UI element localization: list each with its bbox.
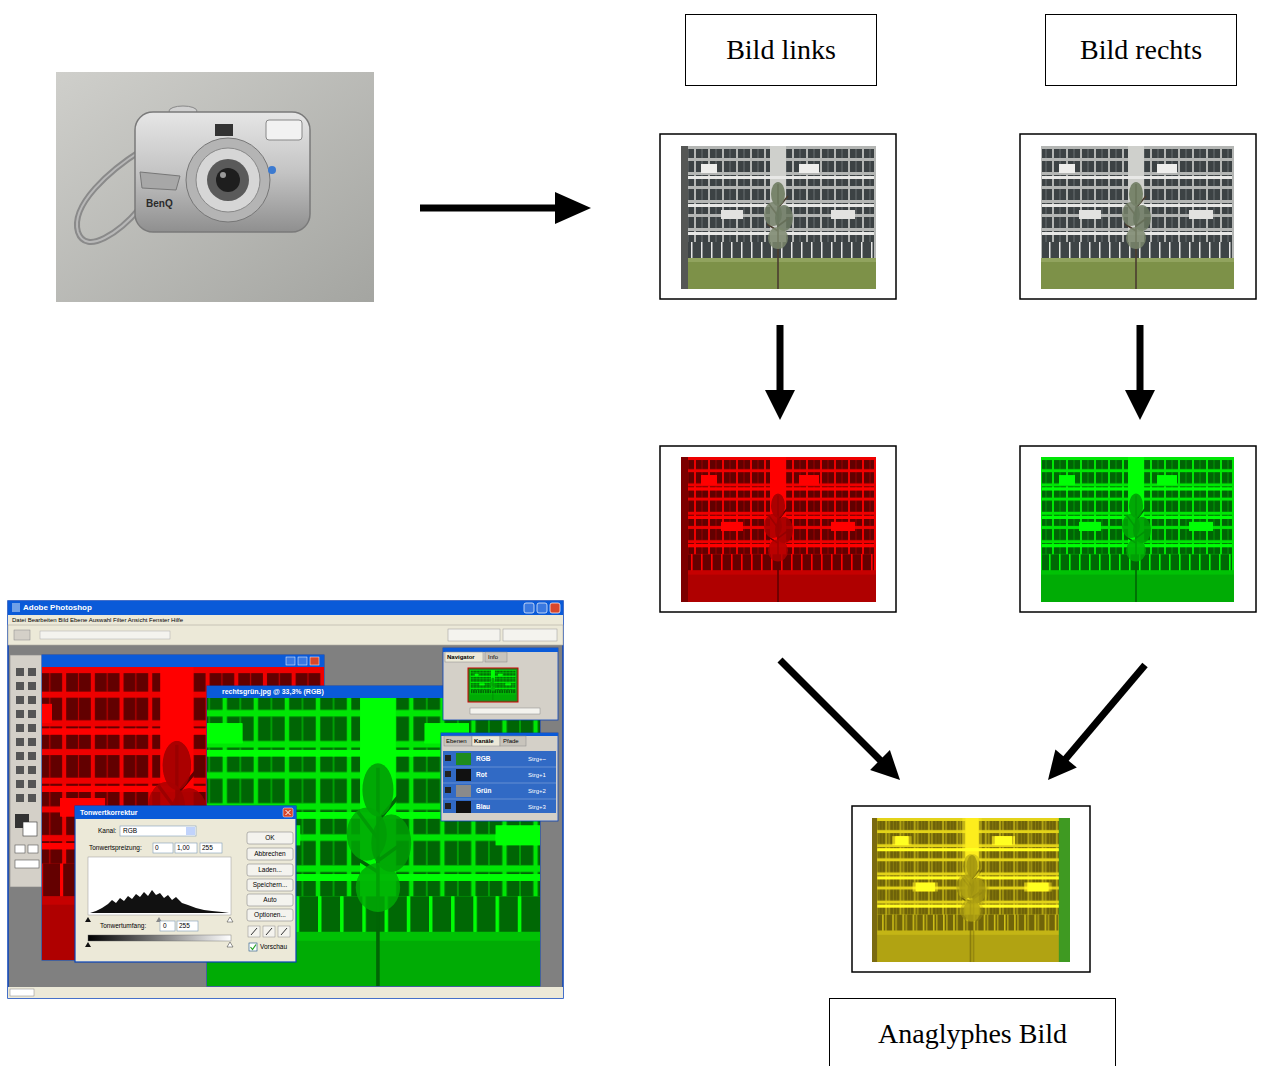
image-frame-right <box>1020 134 1256 299</box>
panel-tab: Info <box>488 654 498 660</box>
shortcut: Strg+1 <box>528 772 546 778</box>
caption-box: Bild links <box>685 14 877 86</box>
field-value: 255 <box>202 845 213 852</box>
channel-name: Grün <box>476 788 492 795</box>
field-value: 255 <box>179 923 190 930</box>
window-title: Adobe Photoshop <box>23 604 92 612</box>
photoshop-screenshot <box>0 601 595 1001</box>
button-label: Abbrechen <box>247 851 293 858</box>
box-label: Bild rechts <box>1080 33 1202 67</box>
caption-box: Bild rechts <box>1045 14 1237 86</box>
field-value: RGB <box>123 828 137 835</box>
panel-tab: Navigator <box>447 654 475 660</box>
button-label: Auto <box>247 897 293 904</box>
camera-photo <box>56 72 374 302</box>
checkbox-label: Vorschau <box>260 944 287 951</box>
image-frame-green <box>1020 446 1256 612</box>
dialog-title: Tonwertkorrektur <box>80 809 137 816</box>
flow-arrow <box>420 192 591 224</box>
image-frame-left <box>660 134 896 299</box>
field-label: Tonwertumfang: <box>100 923 146 930</box>
image-frame-anaglyph <box>852 806 1090 972</box>
field-value: 0 <box>155 845 159 852</box>
image-frame-red <box>660 446 896 612</box>
brand-name: BenQ <box>146 199 173 209</box>
panel-tab: Ebenen <box>446 738 467 744</box>
window-title: rechtsgrün.jpg @ 33,3% (RGB) <box>222 688 324 695</box>
button-label: Optionen... <box>247 912 293 919</box>
field-label: Kanal: <box>98 828 116 835</box>
box-label: Bild links <box>726 33 836 67</box>
field-value: 1,00 <box>177 845 190 852</box>
shortcut: Strg+~ <box>528 756 546 762</box>
shortcut: Strg+3 <box>528 804 546 810</box>
button-label: Speichern... <box>247 882 293 889</box>
caption-box: Anaglyphes Bild <box>829 998 1116 1066</box>
button-label: OK <box>247 835 293 842</box>
menu-bar: Datei Bearbeiten Bild Ebene Auswahl Filt… <box>12 617 183 623</box>
field-label: Tonwertspreizung: <box>89 845 142 852</box>
channel-name: RGB <box>476 756 490 763</box>
panel-tab: Kanäle <box>474 738 494 744</box>
button-label: Laden... <box>247 867 293 874</box>
channel-name: Blau <box>476 804 490 811</box>
shortcut: Strg+2 <box>528 788 546 794</box>
box-label: Anaglyphes Bild <box>878 1017 1067 1051</box>
channel-name: Rot <box>476 772 487 779</box>
flow-arrow <box>765 325 1155 780</box>
panel-tab: Pfade <box>503 738 519 744</box>
field-value: 0 <box>163 923 167 930</box>
